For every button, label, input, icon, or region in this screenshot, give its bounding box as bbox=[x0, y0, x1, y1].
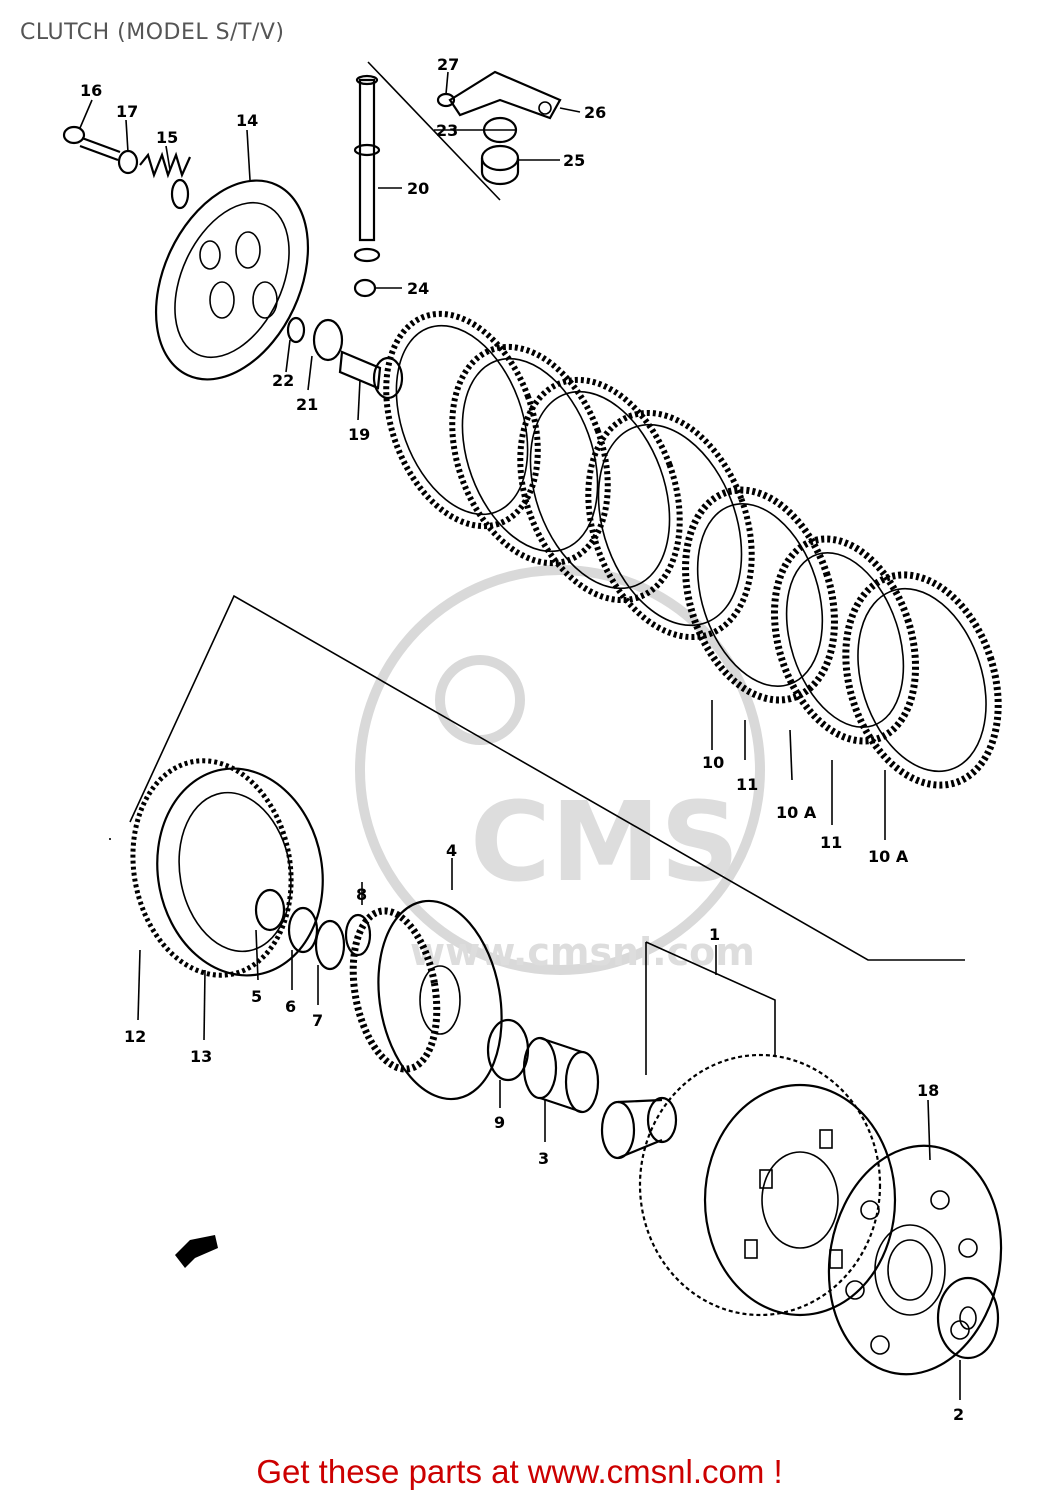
washer-2 bbox=[936, 1276, 1000, 1360]
part-label-10a-a: 10 A bbox=[776, 803, 817, 822]
part-label-1: 1 bbox=[709, 925, 720, 944]
part-label-10: 10 bbox=[702, 753, 724, 772]
part-label-7: 7 bbox=[312, 1011, 323, 1030]
part-label-11-b: 11 bbox=[820, 833, 842, 852]
forward-arrow-icon bbox=[175, 1235, 218, 1268]
part-labels: 16 17 15 14 27 26 23 25 20 24 22 21 19 1… bbox=[80, 55, 964, 1424]
pressure-plate-14 bbox=[154, 179, 310, 381]
starter-clutch-18 bbox=[827, 1144, 1003, 1376]
part-label-22: 22 bbox=[272, 371, 294, 390]
part-label-13: 13 bbox=[190, 1047, 212, 1066]
washer-17 bbox=[117, 149, 139, 175]
thrust-washer-9 bbox=[486, 1018, 530, 1082]
part-label-20: 20 bbox=[407, 179, 429, 198]
clutch-hub-4 bbox=[349, 899, 503, 1101]
part-label-5: 5 bbox=[251, 987, 262, 1006]
footer-link-text[interactable]: Get these parts at www.cmsnl.com ! bbox=[256, 1453, 783, 1490]
exploded-view-diagram: CMS www.cmsnl.com bbox=[62, 55, 1003, 1424]
part-label-18: 18 bbox=[917, 1081, 939, 1100]
part-label-23: 23 bbox=[436, 121, 458, 140]
push-rod-20 bbox=[353, 61, 501, 263]
part-label-3: 3 bbox=[538, 1149, 549, 1168]
part-label-27: 27 bbox=[437, 55, 459, 74]
bearing-24 bbox=[353, 278, 377, 298]
watermark-logo: CMS www.cmsnl.com bbox=[355, 565, 765, 975]
part-label-4: 4 bbox=[446, 841, 457, 860]
part-label-17: 17 bbox=[116, 102, 138, 121]
part-label-6: 6 bbox=[285, 997, 296, 1016]
part-label-15: 15 bbox=[156, 128, 178, 147]
washer-5 bbox=[254, 888, 286, 932]
spacer bbox=[600, 1096, 678, 1160]
part-label-11-a: 11 bbox=[736, 775, 758, 794]
watermark-brand: CMS bbox=[470, 778, 739, 906]
clutch-plate-stack bbox=[383, 310, 1002, 789]
watermark-url: www.cmsnl.com bbox=[410, 930, 755, 974]
part-label-12: 12 bbox=[124, 1027, 146, 1046]
clutch-housing-12 bbox=[130, 758, 324, 978]
bearing-25 bbox=[480, 144, 520, 186]
part-label-8: 8 bbox=[356, 885, 367, 904]
leader-lines bbox=[79, 71, 961, 1400]
bolt-16 bbox=[62, 125, 121, 162]
part-label-16: 16 bbox=[80, 81, 102, 100]
spring-15 bbox=[139, 151, 192, 210]
primary-driven-gear-1 bbox=[638, 941, 897, 1317]
footer-link[interactable]: Get these parts at www.cmsnl.com ! bbox=[0, 1453, 1039, 1491]
lock-washer-6 bbox=[287, 906, 319, 954]
part-label-26: 26 bbox=[584, 103, 606, 122]
part-label-2: 2 bbox=[953, 1405, 964, 1424]
part-label-21: 21 bbox=[296, 395, 318, 414]
nut-8 bbox=[344, 913, 372, 957]
washer-7 bbox=[314, 919, 346, 971]
assembly-bracket-line bbox=[109, 594, 965, 961]
part-label-25: 25 bbox=[563, 151, 585, 170]
bearing-21 bbox=[312, 318, 344, 362]
diagram-title: CLUTCH (MODEL S/T/V) bbox=[20, 20, 285, 45]
washer-22 bbox=[286, 316, 306, 344]
part-label-9: 9 bbox=[494, 1113, 505, 1132]
release-arm-26 bbox=[448, 70, 562, 120]
part-label-24: 24 bbox=[407, 279, 429, 298]
needle-bearing-3 bbox=[522, 1036, 600, 1114]
part-label-14: 14 bbox=[236, 111, 258, 130]
part-label-10a-b: 10 A bbox=[868, 847, 909, 866]
part-label-19: 19 bbox=[348, 425, 370, 444]
